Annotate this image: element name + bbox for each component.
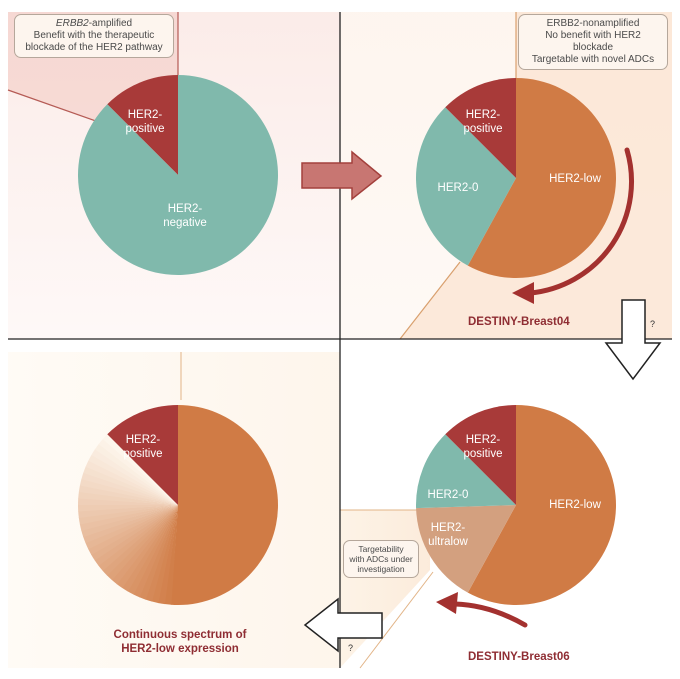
- curved-arrow-bottom-right-head: [436, 592, 458, 614]
- slice-bl-spectrum-step: [88, 454, 178, 505]
- slice-bl-spectrum-step: [83, 505, 178, 544]
- bottom-right-wedge-shade: [340, 510, 430, 668]
- slice-bl-spectrum-step: [102, 433, 178, 505]
- slice-bl-spectrum-step: [111, 505, 178, 585]
- note-erbb2-amplified: ERBB2-amplified Benefit with the therape…: [14, 14, 174, 58]
- slice-br-her2-ultralow: [416, 505, 516, 593]
- pie-top-right: [415, 78, 616, 278]
- slice-bl-spectrum-step: [91, 505, 178, 561]
- label-br-her2-positive: HER2-positive: [463, 434, 503, 460]
- pie-bottom-left: [78, 405, 278, 605]
- slice-bl-spectrum-step: [102, 505, 178, 576]
- arrow-left-outline: [303, 597, 383, 653]
- note-tl-line2: Benefit with the therapeutic: [33, 30, 155, 41]
- note-tl-line3: blockade of the HER2 pathway: [25, 42, 163, 53]
- slice-bl-spectrum-step: [145, 505, 178, 602]
- bottom-right-wedge-line: [359, 571, 434, 669]
- note-br-line1: Targetability: [358, 544, 404, 554]
- note-tr-line2: No benefit with HER2 blockade: [545, 30, 641, 53]
- slice-bl-her2-positive: [107, 405, 178, 505]
- label-br-her2-0: HER2-0: [427, 489, 469, 501]
- slice-tr-her2-low: [467, 78, 616, 278]
- curved-arrow-bottom-right: [452, 601, 528, 628]
- slice-bl-spectrum-step: [139, 505, 178, 600]
- note-br-line3: investigation: [357, 564, 405, 574]
- slice-bl-her2-low-solid: [178, 405, 278, 605]
- slice-bl-spectrum-step: [127, 505, 178, 595]
- label-tr-her2-positive: HER2-positive: [463, 109, 503, 135]
- trial-destiny-breast04: DESTINY-Breast04: [468, 316, 570, 328]
- note-erbb2-italic: ERBB2: [55, 18, 89, 29]
- question-mark-2: ?: [348, 643, 354, 653]
- slice-tr-her2-positive: [445, 78, 516, 178]
- pie-top-left: [77, 75, 278, 275]
- slice-bl-spectrum-step: [85, 460, 178, 505]
- slice-bl-spectrum-step: [98, 438, 178, 505]
- arrow-down-outline: [604, 299, 662, 381]
- label-tl-her2-positive: HER2-positive: [125, 109, 165, 135]
- slice-bl-spectrum-step: [78, 505, 178, 525]
- pie-bottom-right: [416, 405, 616, 605]
- slice-bl-spectrum-step: [78, 505, 178, 519]
- slice-tl-her2-positive: [107, 75, 178, 175]
- slice-tl-her2-negative: [77, 75, 278, 275]
- slice-br-her2-positive: [445, 405, 516, 505]
- slice-bl-spectrum-step: [81, 505, 178, 538]
- slice-bl-spectrum-step: [79, 505, 178, 531]
- slice-bl-spectrum-step: [116, 505, 178, 589]
- slice-bl-spectrum-step: [88, 505, 178, 555]
- note-tr-line1: ERBB2-nonamplified: [546, 18, 640, 29]
- label-br-her2-ultralow: HER2-ultralow: [428, 522, 468, 548]
- slice-br-her2-0: [416, 434, 516, 509]
- label-tl-her2-negative: HER2-negative: [163, 203, 207, 229]
- slice-bl-spectrum-step: [98, 505, 178, 571]
- note-tr-line3: Targetable with novel ADCs: [531, 54, 655, 65]
- slice-br-her2-low: [467, 405, 616, 605]
- curved-arrow-top-right-head: [512, 282, 534, 304]
- label-bl-her2-positive: HER2-positive: [123, 434, 163, 460]
- slice-bl-spectrum-step: [106, 505, 178, 581]
- slice-bl-spectrum-step: [78, 504, 178, 512]
- note-targetability: Targetability with ADCs under investigat…: [343, 540, 419, 578]
- slice-bl-spectrum-step: [91, 448, 178, 505]
- slice-bl-spectrum-step: [94, 505, 178, 566]
- note-br-line2: with ADCs under: [349, 554, 413, 564]
- trial-destiny-breast06: DESTINY-Breast06: [468, 651, 570, 663]
- question-mark-1: ?: [650, 319, 656, 329]
- arrow-right-block: [301, 150, 383, 201]
- slice-bl-spectrum-step: [83, 466, 178, 505]
- slice-bl-spectrum-step: [85, 505, 178, 550]
- label-tr-her2-low: HER2-low: [549, 173, 601, 185]
- slice-tr-her2-0: [415, 107, 516, 266]
- label-tr-her2-0: HER2-0: [437, 182, 479, 194]
- curved-arrow-top-right: [527, 147, 634, 296]
- slice-bl-spectrum-step: [133, 505, 178, 598]
- slice-bl-spectrum-step: [81, 472, 178, 505]
- note-erbb2-nonamplified: ERBB2-nonamplified No benefit with HER2 …: [518, 14, 668, 70]
- top-right-wedge-line: [399, 261, 461, 340]
- note-erbb2-suffix: -amplified: [88, 18, 133, 29]
- label-br-her2-low: HER2-low: [549, 499, 601, 511]
- slice-bl-spectrum-step: [94, 443, 178, 505]
- slice-bl-spectrum-step: [121, 505, 178, 592]
